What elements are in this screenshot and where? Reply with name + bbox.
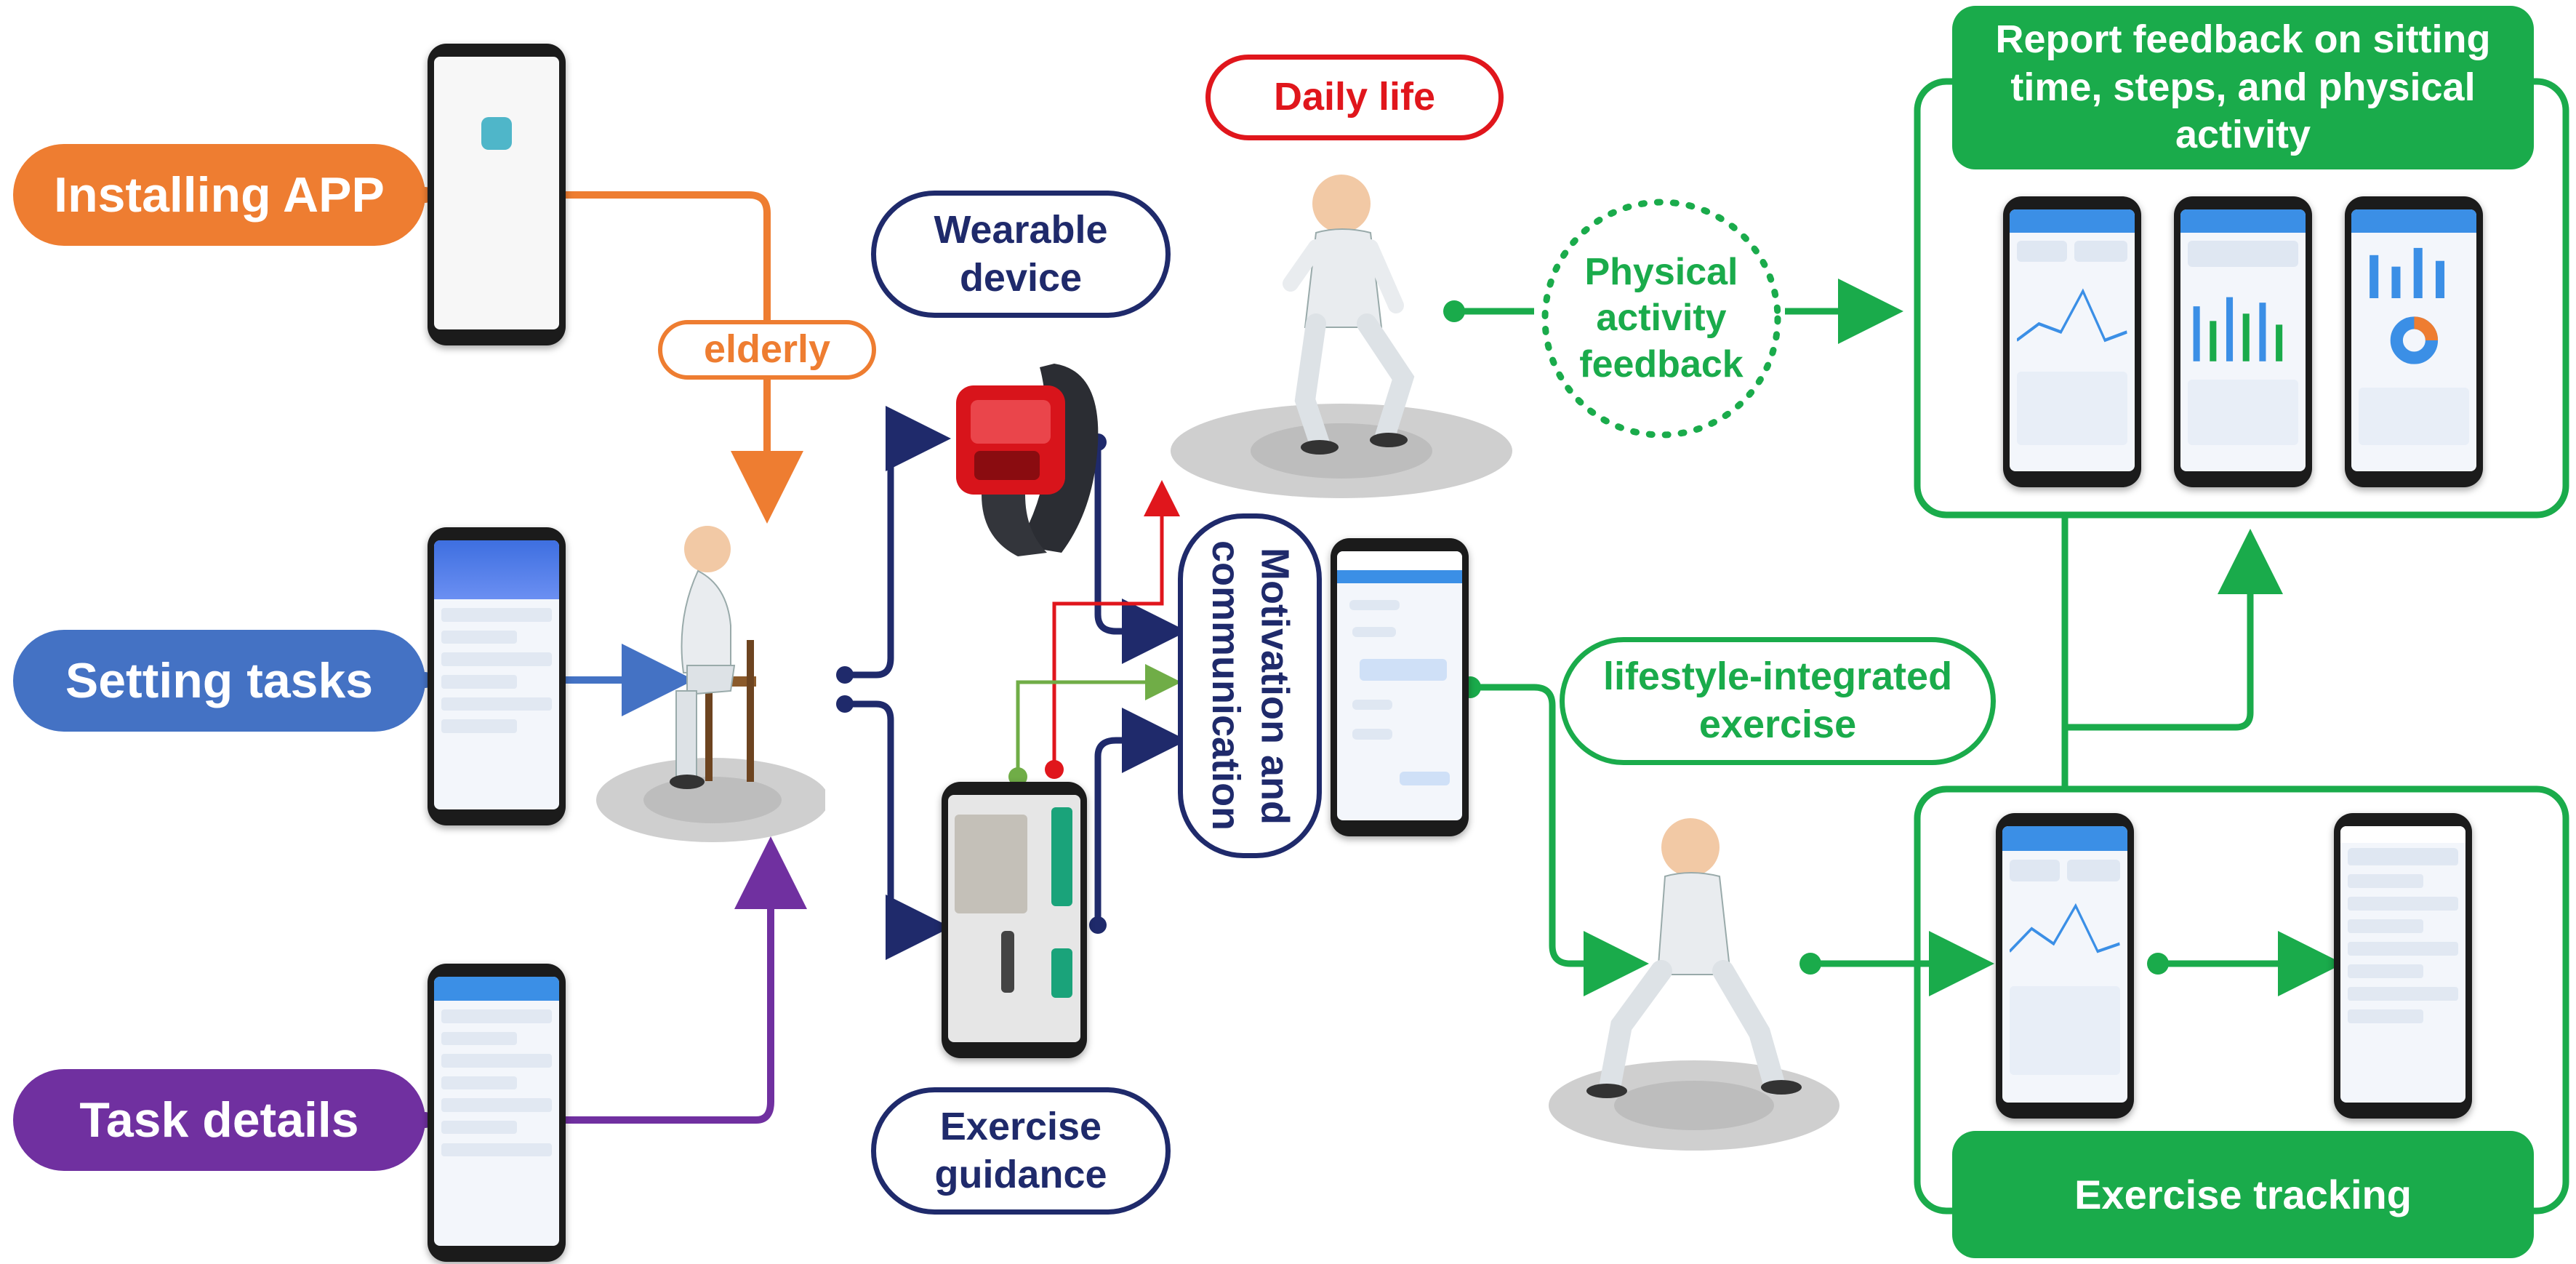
installing-app-label: Installing APP	[13, 144, 425, 246]
report-feedback-label: Report feedback on sitting time, steps, …	[1952, 6, 2534, 169]
smartphone-icon	[428, 44, 566, 345]
exercise-tracking-label: Exercise tracking	[1952, 1131, 2534, 1258]
tracking-phone-icon	[2334, 813, 2472, 1119]
physical-activity-feedback-label: Physical activity feedback	[1579, 250, 1744, 385]
elderly-label: elderly	[658, 320, 876, 380]
chat-phone-icon	[1331, 538, 1469, 836]
tracking-phone-icon	[1996, 813, 2134, 1119]
exercise-guidance-label: Exercise guidance	[871, 1087, 1171, 1215]
elderly-man-icon	[1541, 807, 1847, 1156]
elderly-man-icon	[1163, 160, 1520, 502]
smartphone-icon	[428, 527, 566, 825]
report-phone-icon	[2345, 196, 2483, 487]
daily-life-label: Daily life	[1205, 55, 1504, 140]
elderly-man-icon	[585, 516, 829, 851]
report-phone-icon	[2174, 196, 2312, 487]
task-details-label: Task details	[13, 1069, 425, 1171]
smartphone-icon	[428, 964, 566, 1262]
wrist-band-icon	[938, 349, 1105, 560]
video-phone-icon	[942, 782, 1087, 1058]
report-phone-icon	[2003, 196, 2141, 487]
setting-tasks-label: Setting tasks	[13, 630, 425, 732]
motivation-and-communication-label: Motivation and communication	[1178, 513, 1322, 858]
lifestyle-integrated-exercise-label: lifestyle-integrated exercise	[1560, 637, 1996, 765]
motivation-and-communication-text: Motivation and communication	[1204, 540, 1297, 831]
wearable-device-label: Wearable device	[871, 191, 1171, 318]
